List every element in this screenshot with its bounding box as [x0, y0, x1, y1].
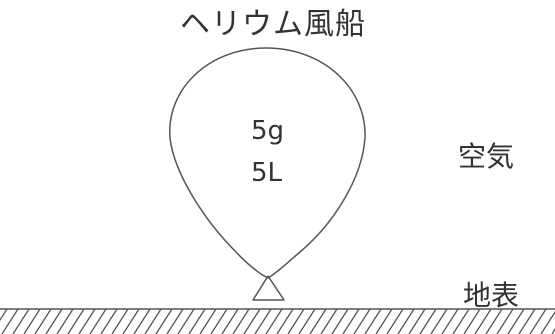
- ground-hatch-line: [276, 309, 294, 334]
- ground-label: 地表: [463, 279, 520, 312]
- ground-hatch-line: [155, 309, 173, 334]
- ground-hatch-line: [177, 309, 195, 334]
- ground-hatch-line: [452, 309, 470, 334]
- ground-hatch-line: [45, 309, 63, 334]
- ground-hatch-line: [100, 309, 118, 334]
- ground-hatch-line: [298, 309, 316, 334]
- ground-hatch-line: [67, 309, 85, 334]
- ground-hatch-line: [34, 309, 52, 334]
- ground-hatch-line: [342, 309, 360, 334]
- ground-hatch-line: [144, 309, 162, 334]
- ground-hatch-line: [331, 309, 349, 334]
- ground-hatch-line: [188, 309, 206, 334]
- balloon-mass-label: 5g: [251, 116, 285, 146]
- ground-hatch-line: [386, 309, 404, 334]
- ground-hatch-line: [210, 309, 228, 334]
- ground-hatch-line: [309, 309, 327, 334]
- ground-hatch-line: [540, 310, 555, 334]
- ground-hatch-line: [243, 309, 261, 334]
- ground-hatch-line: [397, 309, 415, 334]
- ground-hatching: [0, 309, 555, 334]
- air-label: 空気: [458, 140, 515, 173]
- ground-hatch-line: [408, 309, 426, 334]
- ground-hatch-line: [133, 309, 151, 334]
- ground-hatch-line: [232, 309, 250, 334]
- ground-hatch-line: [166, 309, 184, 334]
- diagram-title: ヘリウム風船: [180, 7, 366, 42]
- ground-hatch-line: [199, 309, 217, 334]
- ground-hatch-line: [254, 309, 272, 334]
- balloon-knot: [252, 275, 285, 301]
- balloon-volume-label: 5L: [251, 158, 283, 188]
- ground-hatch-line: [375, 309, 393, 334]
- ground-hatch-line: [78, 309, 96, 334]
- ground-hatch-line: [0, 309, 8, 322]
- ground-hatch-line: [89, 309, 107, 334]
- ground-hatch-line: [122, 309, 140, 334]
- ground-hatch-line: [287, 309, 305, 334]
- ground-hatch-line: [364, 309, 382, 334]
- ground-hatch-line: [23, 309, 41, 334]
- ground-hatch-line: [474, 309, 492, 334]
- ground-hatch-line: [56, 309, 74, 334]
- ground-hatch-line: [507, 309, 525, 334]
- balloon-outline: [169, 47, 366, 279]
- ground-hatch-line: [265, 309, 283, 334]
- ground-hatch-line: [529, 309, 547, 334]
- ground-hatch-line: [320, 309, 338, 334]
- ground-hatch-line: [1, 309, 19, 334]
- ground-hatch-line: [12, 309, 30, 334]
- ground-hatch-line: [430, 309, 448, 334]
- ground-hatch-line: [518, 309, 536, 334]
- ground-hatch-line: [111, 309, 129, 334]
- ground-hatch-line: [496, 309, 514, 334]
- ground-hatch-line: [419, 309, 437, 334]
- ground-hatch-line: [353, 309, 371, 334]
- ground-hatch-line: [463, 309, 481, 334]
- ground-hatch-line: [485, 309, 503, 334]
- ground-hatch-line: [221, 309, 239, 334]
- ground-hatch-line: [441, 309, 459, 334]
